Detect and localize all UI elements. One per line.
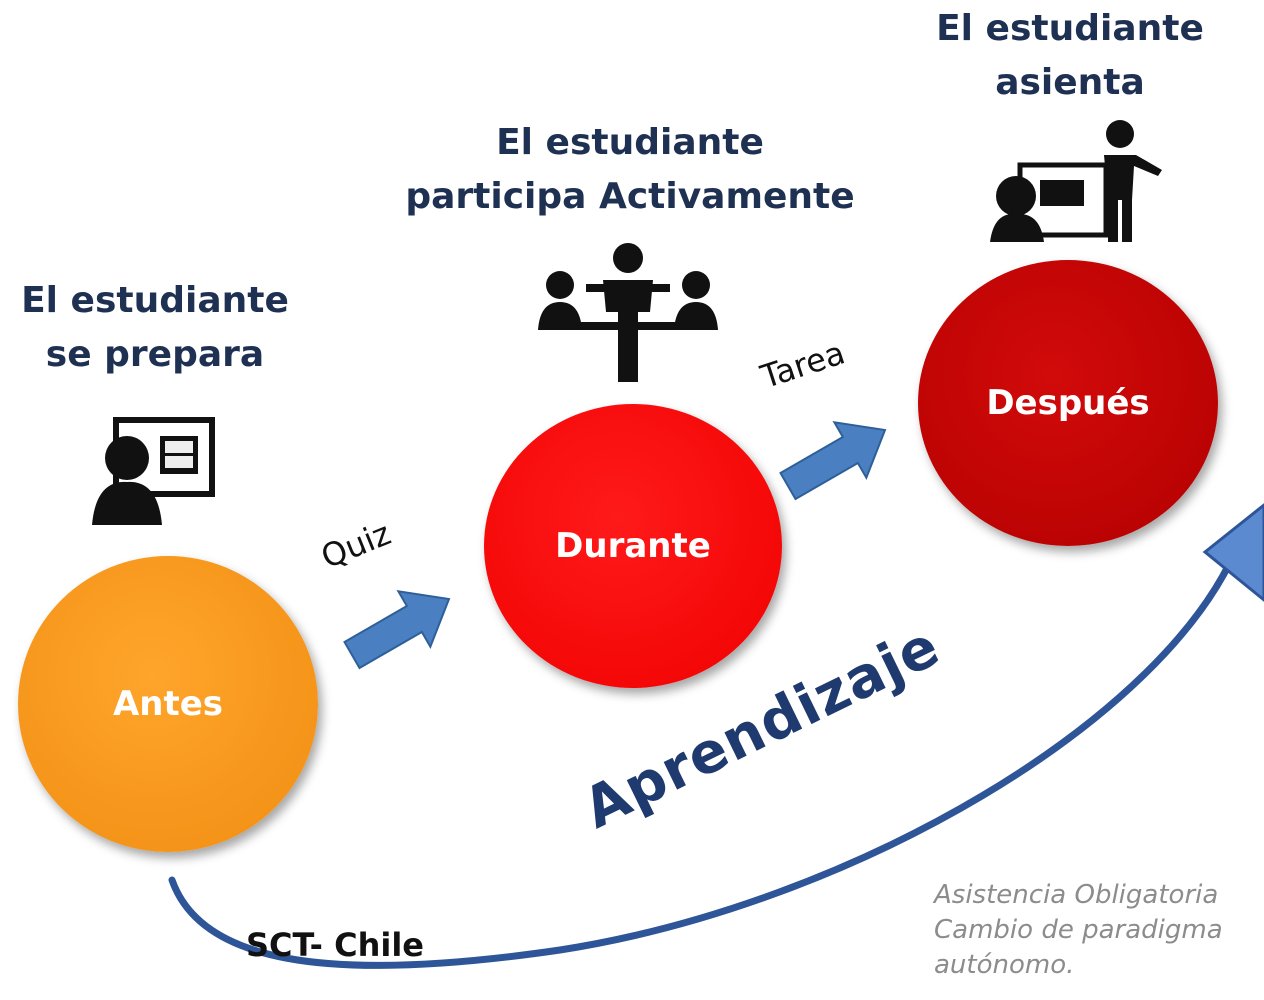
circle-durante: Durante	[484, 404, 782, 688]
meeting-icon	[538, 243, 718, 382]
learning-curve-arrowhead	[1202, 503, 1264, 602]
footnote-line1: Asistencia Obligatoria	[934, 880, 1219, 910]
circle-despues-label: Después	[986, 383, 1150, 423]
source-label: SCT- Chile	[246, 926, 424, 964]
heading-despues-line1: El estudiante	[936, 8, 1204, 49]
heading-durante-line1: El estudiante	[496, 122, 764, 163]
heading-durante: El estudiante participa Activamente	[380, 116, 880, 224]
heading-antes: El estudiante se prepara	[0, 274, 310, 382]
footnote-line3: autónomo.	[934, 950, 1075, 980]
circle-durante-label: Durante	[555, 526, 711, 566]
heading-despues: El estudiante asienta	[920, 2, 1220, 110]
footnote: Asistencia Obligatoria Cambio de paradig…	[934, 878, 1264, 983]
learning-curve-arrow	[168, 536, 1244, 969]
circle-despues: Después	[918, 260, 1218, 546]
video-lecture-icon	[92, 417, 215, 525]
circle-antes: Antes	[18, 556, 318, 852]
tarea-arrow	[779, 420, 887, 501]
heading-durante-line2: participa Activamente	[405, 176, 855, 217]
heading-antes-line2: se prepara	[45, 334, 265, 375]
footnote-line2: Cambio de paradigma	[934, 915, 1223, 945]
circle-antes-label: Antes	[112, 684, 224, 724]
presentation-icon	[990, 120, 1162, 242]
heading-despues-line2: asienta	[995, 62, 1145, 103]
heading-antes-line1: El estudiante	[21, 280, 289, 321]
quiz-arrow	[343, 589, 451, 670]
